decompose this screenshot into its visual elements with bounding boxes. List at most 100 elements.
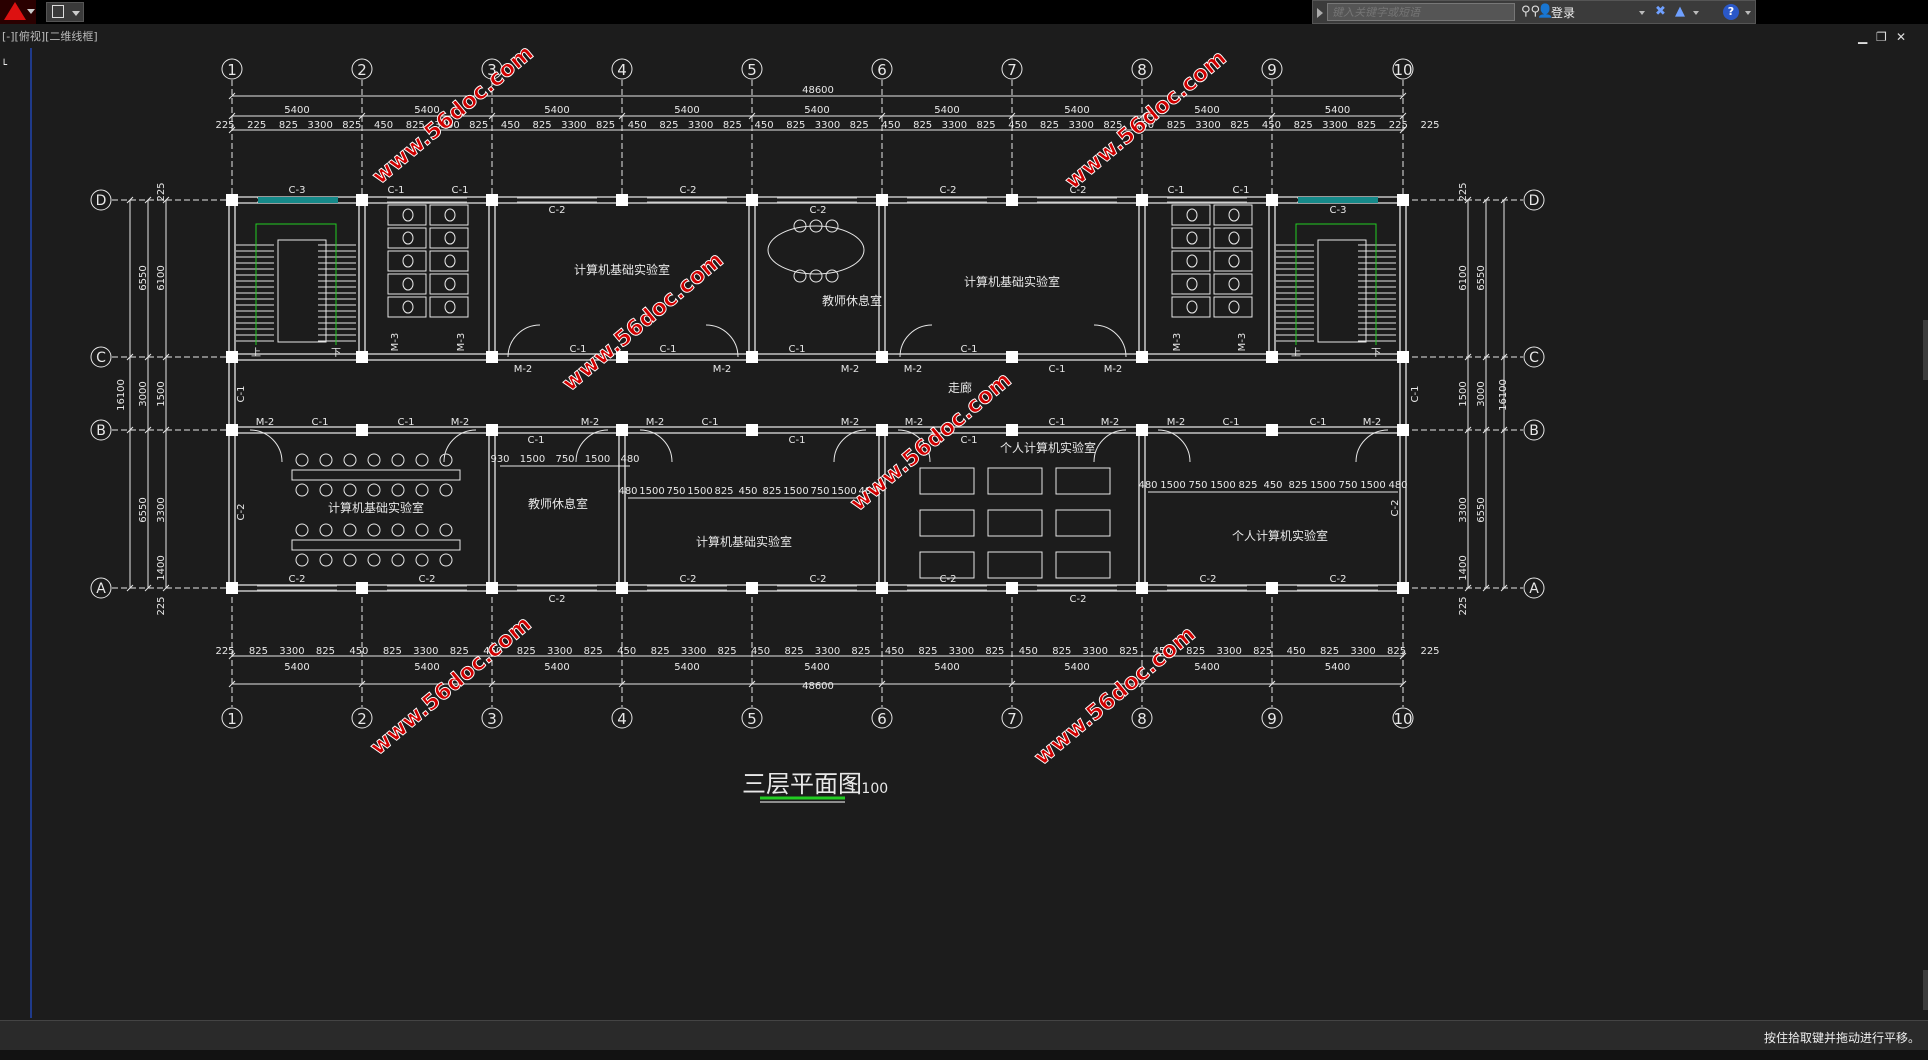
toilet-fixture	[444, 277, 456, 291]
toilet-fixture	[444, 300, 456, 314]
dimension-bay: 5400	[1194, 662, 1219, 673]
dimension-tick	[126, 196, 134, 204]
door-swing	[443, 429, 477, 463]
room-label: 个人计算机实验室	[1232, 528, 1328, 543]
dimension-vertical: C-2	[236, 504, 247, 521]
window-tag: M-2	[1101, 417, 1120, 428]
dimension-tick	[162, 426, 170, 434]
dimension-sub: 825	[596, 120, 615, 131]
chair	[367, 483, 381, 497]
help-icon[interactable]: ?	[1723, 4, 1739, 20]
watermark-text: www.56doc.com	[366, 612, 537, 761]
grid-number: 1	[227, 710, 237, 728]
close-icon[interactable]: ✕	[1896, 30, 1907, 44]
dimension-sub: 450	[881, 120, 900, 131]
grid-bubble	[221, 707, 243, 729]
application-menu-button[interactable]	[0, 0, 36, 24]
chair	[367, 453, 381, 467]
door-swing	[705, 324, 739, 358]
window-tag: C-1	[1223, 417, 1240, 428]
grid-letter: D	[96, 193, 107, 209]
dimension-bay: 5400	[544, 105, 569, 116]
toilet-fixture	[444, 254, 456, 268]
dimension-inner: 930	[490, 454, 509, 465]
grid-number: 9	[1267, 61, 1277, 79]
chair	[439, 453, 453, 467]
dimension-bay: 5400	[1064, 105, 1089, 116]
dimension-sub: 3300	[561, 120, 586, 131]
restore-icon[interactable]: ❐	[1876, 30, 1887, 44]
dimension-sub: 825	[1230, 120, 1249, 131]
login-button[interactable]: 登录	[1551, 6, 1576, 20]
vertical-scrollbar-lower[interactable]	[1923, 970, 1928, 1010]
toilet-stall	[1213, 250, 1253, 272]
grid-number: 2	[357, 61, 367, 79]
room-label: 计算机基础实验室	[964, 274, 1060, 289]
room-label: 教师休息室	[822, 293, 882, 308]
window-tag: C-1	[570, 344, 587, 355]
expand-arrow-icon[interactable]	[1317, 8, 1323, 18]
status-bar: 按住拾取键并拖动进行平移。	[0, 1020, 1928, 1051]
dimension-sub: 450	[374, 120, 393, 131]
minimize-icon[interactable]: ▁	[1858, 30, 1868, 44]
a360-icon[interactable]: ▲	[1675, 4, 1685, 19]
window-tag: M-2	[1167, 417, 1186, 428]
dimension-tick	[1482, 353, 1490, 361]
dimension-bay: 5400	[934, 662, 959, 673]
dimension-sub: 225	[215, 120, 234, 131]
window-tag: M-2	[841, 364, 860, 375]
dimension-tick	[878, 112, 886, 120]
binoculars-search-icon[interactable]: ⚲⚲	[1521, 4, 1541, 19]
dimension-sub: 450	[617, 646, 636, 657]
dimension-bay: 5400	[1325, 662, 1350, 673]
chevron-down-icon[interactable]	[1745, 11, 1751, 15]
vertical-scrollbar[interactable]	[1923, 320, 1928, 380]
dimension-vertical: 3000	[1476, 381, 1487, 406]
dimension-tick	[126, 353, 134, 361]
dimension-inner: 450	[738, 486, 757, 497]
chevron-down-icon[interactable]	[1639, 11, 1645, 15]
infocenter-bar: ⚲⚲ 👤 登录 ✖ ▲ ?	[1312, 0, 1756, 24]
dimension-sub: 3300	[307, 120, 332, 131]
window-tag: C-1	[961, 435, 978, 446]
chair	[825, 219, 839, 233]
dimension-inner: 750	[666, 486, 685, 497]
viewport-controls[interactable]: [-][俯视][二维线框]	[2, 30, 98, 43]
dimension-bay: 5400	[934, 105, 959, 116]
chair	[367, 553, 381, 567]
dimension-sub: 450	[885, 646, 904, 657]
structural-column	[1136, 424, 1148, 436]
grid-letter: A	[1529, 581, 1539, 597]
dimension-tick	[1464, 196, 1472, 204]
dimension-sub: 825	[1387, 646, 1406, 657]
dimension-bay: 5400	[1064, 662, 1089, 673]
window-tag: C-2	[1330, 574, 1347, 585]
dimension-tick	[1482, 196, 1490, 204]
structural-column	[746, 582, 758, 594]
dimension-sub: 825	[851, 646, 870, 657]
toilet-fixture	[1186, 208, 1198, 222]
stair-up-mark: 上	[1291, 347, 1301, 359]
exchange-apps-icon[interactable]: ✖	[1655, 4, 1666, 19]
dimension-sub: 825	[469, 120, 488, 131]
grid-number: 7	[1007, 61, 1017, 79]
structural-column	[876, 582, 888, 594]
dimension-sub: 825	[723, 120, 742, 131]
window-tag: C-2	[289, 574, 306, 585]
dimension-sub: 3300	[413, 646, 438, 657]
dimension-sub: 825	[406, 120, 425, 131]
search-input[interactable]	[1327, 3, 1515, 21]
structural-column	[1266, 582, 1278, 594]
dimension-bay: 5400	[1325, 105, 1350, 116]
quick-access-workspace-button[interactable]	[46, 2, 84, 22]
chevron-down-icon[interactable]	[1693, 11, 1699, 15]
grid-bubble	[1131, 707, 1153, 729]
toilet-stall	[429, 273, 469, 295]
dimension-sub: 825	[1119, 646, 1138, 657]
dimension-tick	[162, 584, 170, 592]
window-tag: C-1	[528, 435, 545, 446]
structural-column	[486, 351, 498, 363]
chair	[295, 483, 309, 497]
chair	[343, 523, 357, 537]
